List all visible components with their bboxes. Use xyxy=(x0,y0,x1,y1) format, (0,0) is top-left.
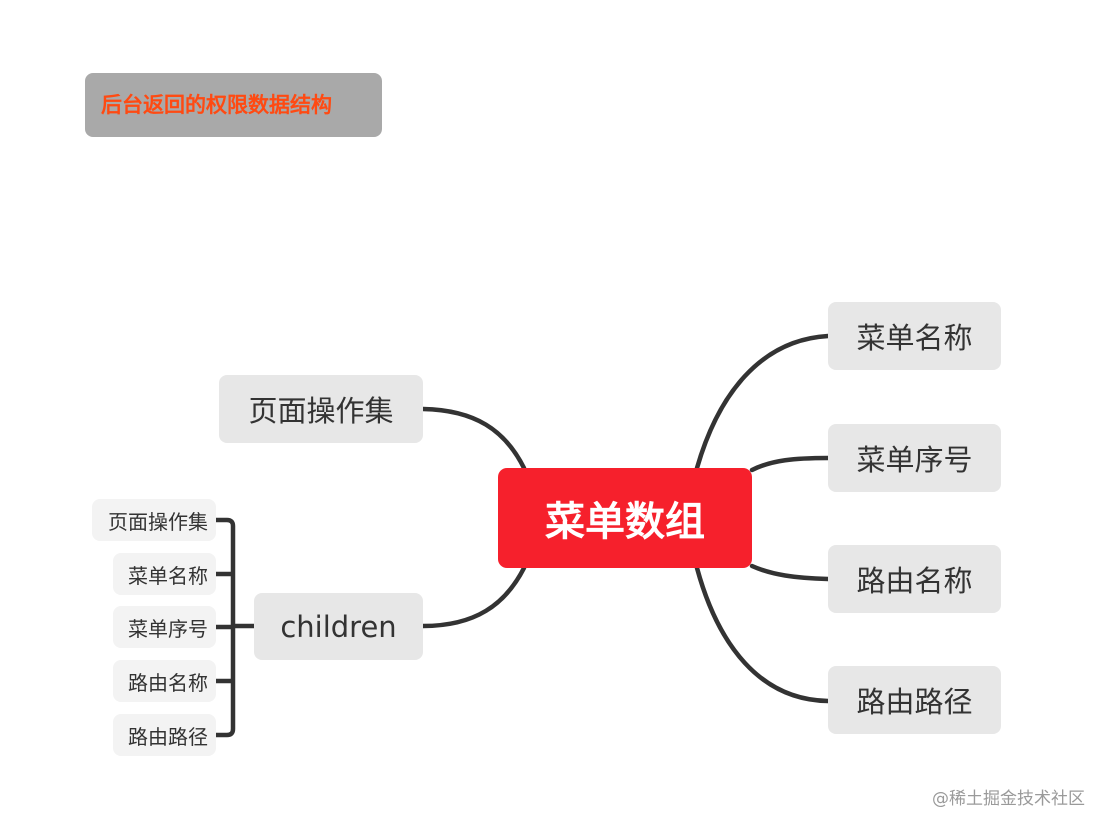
node-menu-order[interactable]: 菜单序号 xyxy=(828,424,1001,492)
connector-route-path xyxy=(694,565,831,704)
child-item-route-path[interactable]: 路由路径 xyxy=(113,714,216,756)
node-children[interactable]: children xyxy=(254,593,423,660)
connector-menu-order xyxy=(749,455,831,473)
child-item-page-actions[interactable]: 页面操作集 xyxy=(92,499,216,541)
node-menu-name[interactable]: 菜单名称 xyxy=(828,302,1001,370)
node-page-actions[interactable]: 页面操作集 xyxy=(219,375,423,443)
node-route-path[interactable]: 路由路径 xyxy=(828,666,1001,734)
node-route-name[interactable]: 路由名称 xyxy=(828,545,1001,613)
connector-menu-name xyxy=(694,333,831,471)
children-bracket xyxy=(213,517,257,738)
connector-route-name xyxy=(749,563,831,582)
watermark: @稀土掘金技术社区 xyxy=(932,789,1085,809)
child-item-menu-name[interactable]: 菜单名称 xyxy=(113,553,216,595)
connector-page-actions xyxy=(420,406,527,471)
child-item-route-name[interactable]: 路由名称 xyxy=(113,660,216,702)
central-topic[interactable]: 菜单数组 xyxy=(498,468,752,568)
child-item-menu-order[interactable]: 菜单序号 xyxy=(113,606,216,648)
title-badge: 后台返回的权限数据结构 xyxy=(85,73,382,137)
connector-children xyxy=(420,565,527,629)
